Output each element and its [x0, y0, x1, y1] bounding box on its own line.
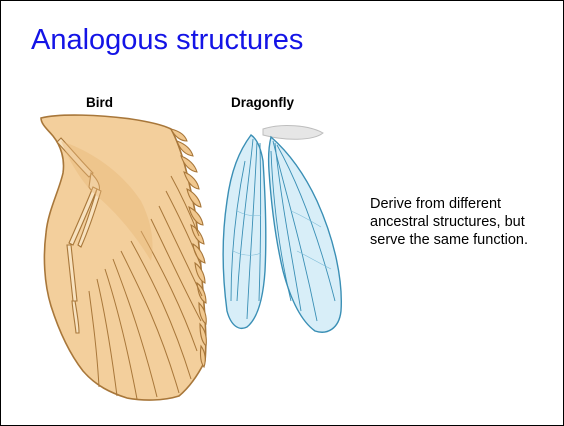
- caption-text: Derive from different ancestral structur…: [370, 195, 530, 249]
- dragonfly-wing-icon: [223, 126, 341, 333]
